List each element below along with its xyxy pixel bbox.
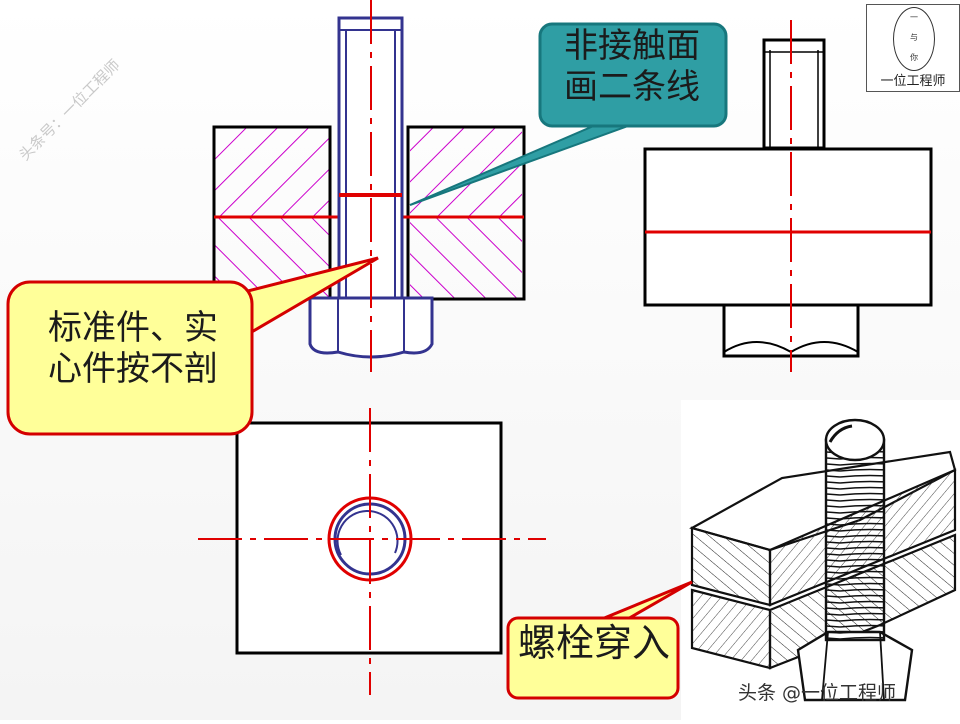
logo-emblem: 一 与 你 [893, 7, 935, 71]
right-plate-hatch-lower [410, 218, 522, 298]
right-plate-hatch-upper [410, 128, 522, 216]
logo-badge: 一 与 你 一位工程师 [866, 4, 960, 92]
callout-standard-part-box [6, 280, 254, 436]
side-plates [643, 147, 933, 307]
illustration-head-edge [821, 631, 829, 701]
illustration-head-edge-2 [879, 631, 885, 701]
logo-inner-top: 一 [910, 13, 918, 22]
footer-watermark: 头条 @一位工程师 [738, 682, 897, 704]
front-section-view [212, 0, 526, 372]
callout-non-contact-box [538, 22, 728, 128]
callout-standard-part-line-2: 心件按不剖 [48, 349, 218, 390]
logo-inner-bottom: 你 [910, 53, 918, 62]
illustration-bolt-tip [824, 418, 886, 462]
top-view [198, 408, 546, 695]
callout-non-contact-shape [409, 22, 728, 206]
illustration-tip-shade [828, 424, 853, 443]
callout-bolt-through-box [506, 616, 680, 700]
logo-name: 一位工程师 [880, 74, 946, 89]
callout-standard-part-seam [233, 299, 243, 337]
callout-non-contact-text: 非接触面 画二条线 [542, 26, 722, 109]
callout-bolt-through-text: 螺栓穿入 [518, 621, 671, 665]
callout-bolt-through-shape [506, 580, 693, 700]
left-plate-hatch-upper [215, 128, 330, 216]
perspective-illustration [681, 400, 960, 720]
logo-inner-mid: 与 [910, 33, 918, 42]
side-bolt-head [722, 303, 860, 358]
callout-standard-part-line-1: 标准件、实 [48, 308, 218, 348]
illustration-bolt-shank [824, 438, 886, 642]
right-plate-outline [406, 125, 526, 301]
callout-non-contact-line-1: 非接触面 [564, 26, 700, 66]
bolt-head [308, 296, 434, 359]
side-bolt-tip [762, 38, 826, 150]
side-view [643, 20, 933, 372]
callout-standard-part-text: 标准件、实 心件按不剖 [18, 308, 248, 391]
callout-standard-part-shape [6, 256, 379, 436]
callout-non-contact-line-2: 画二条线 [564, 67, 700, 108]
